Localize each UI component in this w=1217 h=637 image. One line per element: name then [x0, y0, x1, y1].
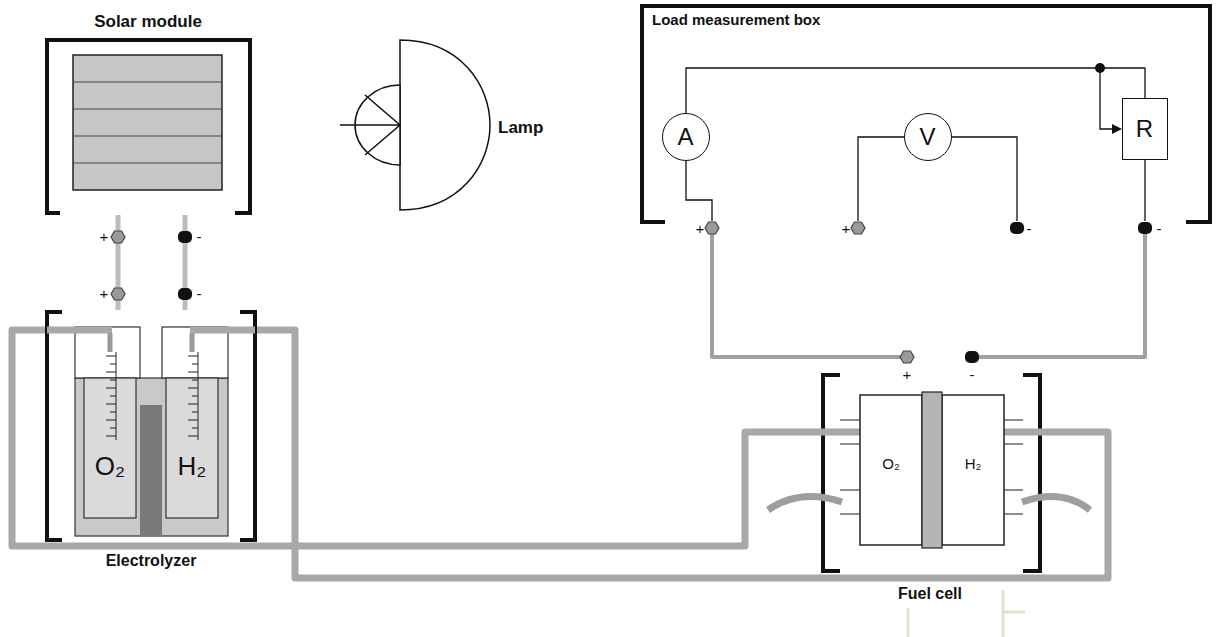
- fuel-cell-drawing: [768, 375, 1090, 637]
- device-title: Electrolyzer: [104, 552, 199, 570]
- load-box-housing: [642, 6, 1210, 222]
- fuel-cell: Fuel cell O₂ H₂: [820, 357, 1042, 607]
- resistor-symbol: R: [1122, 98, 1168, 160]
- electrolyzer-drawing: [47, 312, 255, 540]
- terminal-sign: -: [197, 229, 202, 246]
- device-title: Fuel cell: [896, 585, 964, 603]
- load-box-housing: [1100, 68, 1114, 129]
- terminal: [1138, 222, 1152, 234]
- gas-label: H₂: [965, 455, 982, 472]
- terminal: [111, 222, 1152, 363]
- lamp-symbol: [400, 40, 490, 210]
- terminal-sign: +: [842, 221, 851, 238]
- electrolyzer-drawing: [84, 378, 136, 518]
- terminal-sign: +: [696, 221, 705, 238]
- electrolyzer-drawing: [47, 327, 255, 334]
- terminal: [111, 231, 125, 243]
- lamp-label: Lamp: [498, 118, 543, 138]
- fuel-cell-drawing: [823, 375, 1040, 571]
- terminal-sign: -: [197, 286, 202, 303]
- meter-letter: V: [919, 123, 935, 151]
- terminal-sign: +: [903, 367, 912, 384]
- lamp-symbol: [340, 40, 490, 210]
- gas-label: H₂: [178, 452, 207, 482]
- electrolyzer-drawing: [110, 333, 192, 352]
- solar-module: Solar module: [45, 8, 252, 215]
- terminal: [851, 222, 865, 234]
- load-box-housing: [642, 6, 1210, 222]
- terminal: [111, 288, 125, 300]
- wire: [686, 68, 1145, 113]
- terminal-sign: -: [970, 367, 975, 384]
- wire: [972, 227, 1145, 357]
- fuel-cell-drawing: [768, 497, 1090, 510]
- terminal: [900, 351, 914, 363]
- electrolyzer: Electrolyzer O₂ H₂: [45, 310, 257, 575]
- terminal-sign: +: [100, 286, 109, 303]
- solar-module-drawing: [47, 40, 250, 213]
- fuel-cell-drawing: [922, 392, 942, 548]
- voltmeter-symbol: V: [904, 113, 952, 161]
- ammeter-symbol: A: [662, 113, 710, 161]
- wire: [712, 227, 907, 357]
- fuel-cell-drawing: [840, 420, 1023, 514]
- electrolyzer-drawing: [166, 378, 218, 518]
- electrolyzer-drawing: [47, 312, 255, 540]
- electrolyzer-drawing: [188, 352, 198, 440]
- terminal: [965, 351, 979, 363]
- terminal: [178, 288, 192, 300]
- module-title: Solar module: [94, 12, 202, 32]
- electrolyzer-drawing: [106, 352, 116, 440]
- solar-module-drawing: [47, 40, 250, 213]
- terminal: [705, 222, 719, 234]
- solar-module-drawing: [73, 82, 222, 163]
- electrolyzer-drawing: [140, 405, 162, 536]
- fuel-cell-drawing: [942, 395, 1004, 545]
- gas-tube: [257, 330, 1108, 578]
- resistor-letter: R: [1136, 115, 1153, 143]
- terminal-sign: -: [1027, 221, 1032, 238]
- gas-label: O₂: [882, 455, 900, 472]
- solar-module-drawing: [73, 55, 222, 190]
- lamp-symbol: [340, 95, 400, 155]
- box-title: Load measurement box: [652, 11, 820, 28]
- load-box-housing: [1112, 124, 1122, 134]
- terminal-sign: -: [1157, 221, 1162, 238]
- load-measurement-box: Load measurement boxA V R: [640, 2, 1214, 227]
- terminal: [178, 231, 192, 243]
- fuel-cell-drawing: [860, 395, 922, 545]
- terminal: [1010, 222, 1024, 234]
- gas-label: O₂: [95, 452, 125, 482]
- lamp: Lamp: [335, 35, 570, 215]
- electrolyzer-drawing: [162, 327, 228, 378]
- terminal-sign: +: [100, 229, 109, 246]
- electrolyzer-drawing: [75, 378, 228, 536]
- meter-letter: A: [677, 123, 693, 151]
